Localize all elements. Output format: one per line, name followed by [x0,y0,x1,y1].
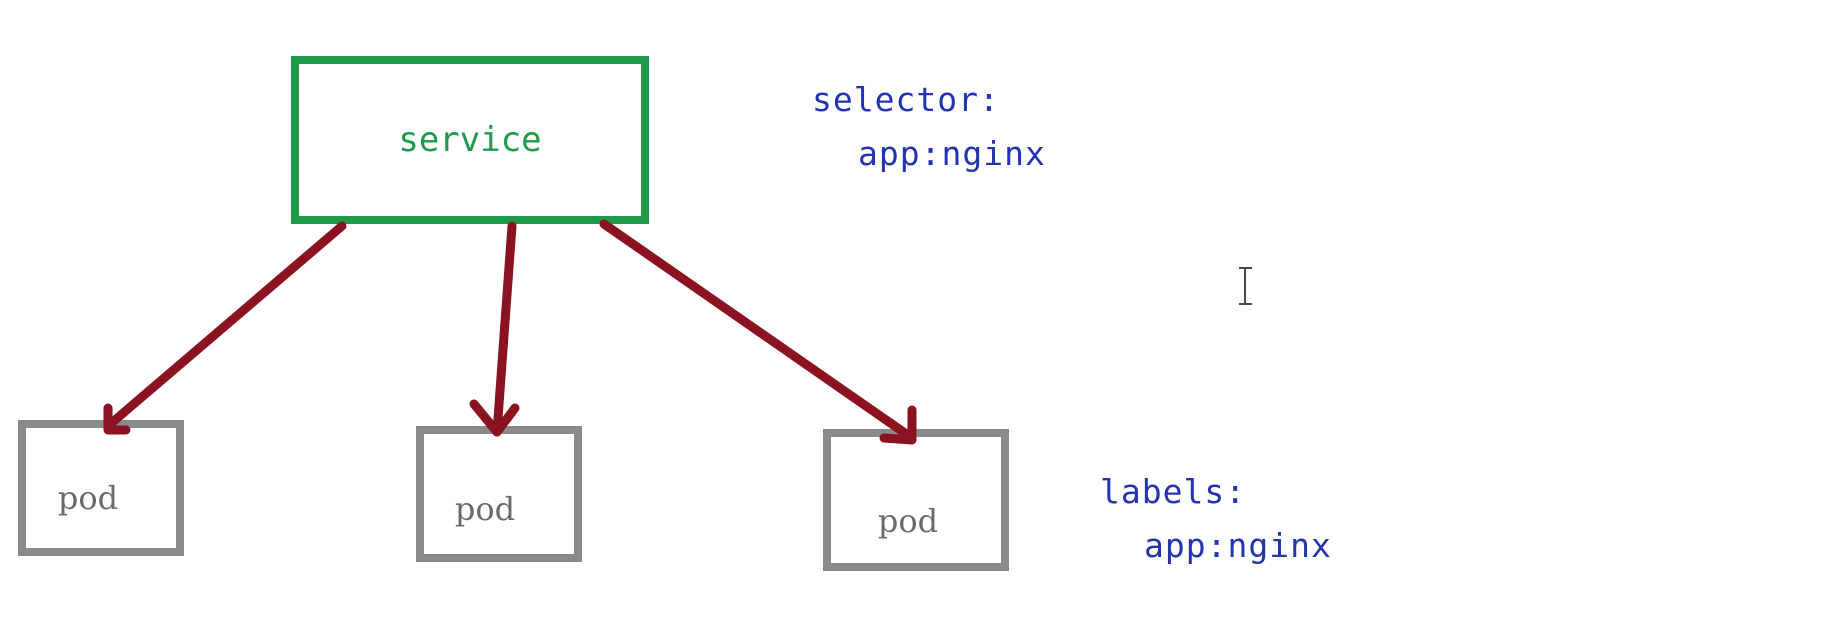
arrow-line [492,221,517,437]
arrow-head [879,405,917,445]
arrow-to-pod-2 [469,221,520,437]
labels-key: labels: [1100,472,1246,511]
pod-node-2: pod [416,426,582,562]
arrow-to-pod-1 [103,221,347,435]
pod-box [18,420,184,556]
selector-key: selector: [812,80,1000,119]
pod-label: pod [878,502,938,540]
arrow-line [599,219,917,443]
service-node: service [291,56,649,224]
service-box [291,56,649,224]
arrow-line [103,221,347,431]
arrow-to-pod-3 [599,219,917,445]
text-cursor-icon [1239,267,1252,305]
pod-label: pod [455,490,515,528]
labels-value: app:nginx [1144,526,1332,565]
labels-annotation: labels: app:nginx [1100,472,1332,565]
arrow-head [103,403,131,435]
pod-label: pod [58,479,118,517]
service-label: service [398,120,541,160]
pod-node-3: pod [823,429,1009,571]
pod-node-1: pod [18,420,184,556]
arrow-head [469,399,520,437]
pod-box [823,429,1009,571]
selector-value: app:nginx [858,134,1046,173]
selector-annotation: selector: app:nginx [812,80,1046,173]
